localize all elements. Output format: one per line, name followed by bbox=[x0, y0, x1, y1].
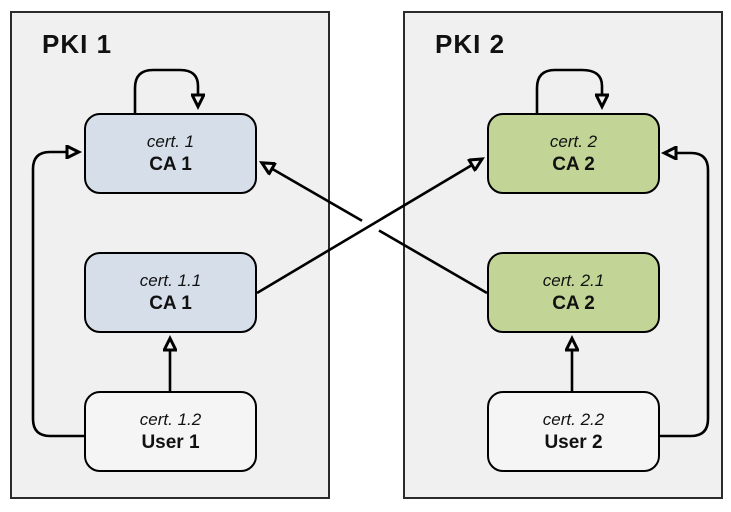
cert-label: cert. 1.2 bbox=[139, 409, 202, 429]
node-ca2-root-cert: cert. 2 CA 2 bbox=[487, 113, 660, 194]
owner-label: CA 2 bbox=[552, 153, 595, 175]
cert-label: cert. 2.1 bbox=[542, 270, 605, 290]
cert-label: cert. 2.2 bbox=[542, 409, 605, 429]
owner-label: CA 2 bbox=[552, 292, 595, 314]
node-user2-cert: cert. 2.2 User 2 bbox=[487, 391, 660, 472]
owner-label: CA 1 bbox=[149, 292, 192, 314]
owner-label: User 2 bbox=[544, 431, 603, 453]
pki1-group-label: PKI 1 bbox=[42, 29, 113, 59]
pki2-group-label: PKI 2 bbox=[435, 29, 506, 59]
node-ca1-root-cert: cert. 1 CA 1 bbox=[84, 113, 257, 194]
node-user1-cert: cert. 1.2 User 1 bbox=[84, 391, 257, 472]
owner-label: CA 1 bbox=[149, 153, 192, 175]
cert-label: cert. 1.1 bbox=[139, 270, 202, 290]
node-ca1-cross-cert: cert. 1.1 CA 1 bbox=[84, 252, 257, 333]
node-ca2-cross-cert: cert. 2.1 CA 2 bbox=[487, 252, 660, 333]
cert-label: cert. 2 bbox=[549, 131, 598, 151]
owner-label: User 1 bbox=[141, 431, 200, 453]
cert-label: cert. 1 bbox=[146, 131, 195, 151]
